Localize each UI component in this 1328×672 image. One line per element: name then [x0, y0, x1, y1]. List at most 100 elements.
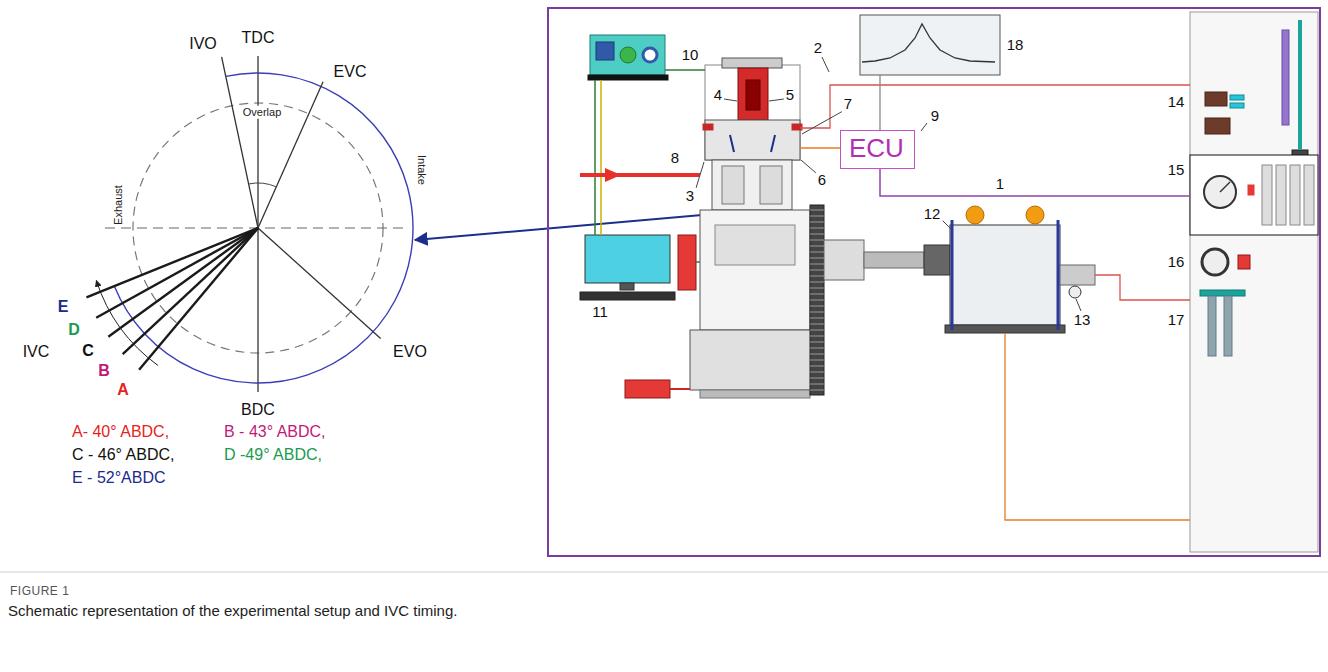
callout-number: 9	[929, 107, 941, 124]
leader-line	[822, 57, 829, 72]
callout-number: 3	[684, 187, 696, 204]
cylinder-head	[705, 120, 800, 160]
figure-caption: Schematic representation of the experime…	[8, 602, 457, 619]
callout-number: 5	[784, 86, 796, 103]
manometer-base	[1200, 290, 1245, 296]
flywheel-tooth	[810, 372, 824, 373]
leader-line	[724, 99, 737, 101]
callout-number: 2	[812, 39, 824, 56]
flywheel-tooth	[810, 276, 824, 277]
manometer-tube	[1208, 296, 1216, 356]
gauge-needle	[1220, 182, 1230, 192]
analyzer-dial	[643, 48, 657, 62]
flywheel-tooth	[810, 216, 824, 217]
flywheel-tooth	[810, 288, 824, 289]
dyno-frame	[1057, 220, 1060, 330]
head-frame	[705, 65, 800, 160]
panel-slot	[1290, 165, 1300, 225]
smoke-meter	[1205, 92, 1227, 106]
leader-line	[696, 162, 704, 188]
cylinder	[760, 166, 782, 204]
flywheel-tooth	[810, 264, 824, 265]
flywheel-tooth	[810, 252, 824, 253]
evc-line	[258, 82, 323, 228]
callout-number: 18	[1005, 36, 1026, 53]
coupling	[824, 240, 864, 280]
display-monitor	[860, 15, 1000, 75]
flywheel-tooth	[810, 294, 824, 295]
fuel-line	[670, 388, 690, 390]
callout-number: 14	[1166, 93, 1187, 110]
caption-rule	[0, 572, 1328, 573]
indicator-led	[1248, 185, 1254, 195]
signal-wire	[800, 85, 1190, 128]
callout-number: 11	[590, 303, 610, 320]
flywheel-tooth	[810, 330, 824, 331]
stroke-label: Exhaust	[112, 183, 125, 227]
setup-frame	[548, 8, 1320, 556]
curve-trace	[862, 24, 995, 62]
overlap-arc	[249, 183, 277, 187]
leader-line	[941, 219, 951, 229]
evo-line	[258, 228, 381, 338]
engine-base	[690, 330, 820, 390]
timing-letter: C	[80, 342, 96, 360]
leader-line	[1076, 299, 1081, 311]
leader-line	[769, 99, 784, 101]
crank-cover	[715, 225, 795, 265]
sensor-wire	[800, 147, 840, 149]
panel-slot	[1276, 165, 1286, 225]
flywheel-tooth	[810, 384, 824, 385]
panel-slot	[1304, 165, 1314, 225]
callout-number: 12	[922, 205, 943, 222]
position-label: BDC	[239, 401, 277, 419]
callout-number: 7	[842, 95, 854, 112]
flywheel-tooth	[810, 210, 824, 211]
flywheel-tooth	[810, 348, 824, 349]
load-cell	[1060, 265, 1095, 285]
lifting-eye	[966, 206, 984, 224]
flywheel-tooth	[810, 222, 824, 223]
flywheel-tooth	[810, 324, 824, 325]
flywheel	[810, 205, 824, 395]
ecu-box: ECU	[840, 130, 915, 169]
flywheel-tooth	[810, 234, 824, 235]
intake-arc	[114, 73, 413, 383]
lifting-eye	[1026, 206, 1044, 224]
callout-number: 17	[1166, 311, 1187, 328]
injector	[771, 135, 775, 152]
air-tube	[1298, 20, 1302, 150]
gas-analyzer	[590, 35, 665, 75]
timing-key: B - 43° ABDC,	[222, 423, 328, 441]
flywheel-tooth	[810, 360, 824, 361]
event-label: IVO	[187, 35, 219, 53]
callout-number: 13	[1072, 311, 1093, 328]
phase-label: Overlap	[241, 106, 284, 119]
dyno-frame	[951, 220, 954, 330]
meter-light	[1230, 95, 1244, 100]
flywheel-tooth	[810, 378, 824, 379]
flywheel-tooth	[810, 336, 824, 337]
ivo-line	[222, 57, 258, 228]
ivc-line	[96, 228, 258, 318]
control-wire	[880, 166, 1190, 196]
display-wire	[879, 75, 880, 130]
load-wire	[1095, 275, 1190, 300]
timing-key: A- 40° ABDC,	[70, 423, 171, 441]
analyzer-base	[588, 75, 668, 80]
timing-key: C - 46° ABDC,	[70, 446, 176, 464]
intake-pipe	[580, 173, 700, 177]
sensor	[792, 124, 802, 130]
cylinder-block	[712, 160, 792, 210]
monitor-stand	[620, 283, 634, 290]
computer-monitor	[585, 235, 670, 283]
stroke-label: Intake	[416, 153, 429, 187]
timing-letter: D	[66, 321, 82, 339]
callout-number: 10	[680, 46, 701, 63]
dyno-base	[945, 325, 1065, 333]
panel-slot	[1262, 165, 1272, 225]
flywheel-tooth	[810, 228, 824, 229]
